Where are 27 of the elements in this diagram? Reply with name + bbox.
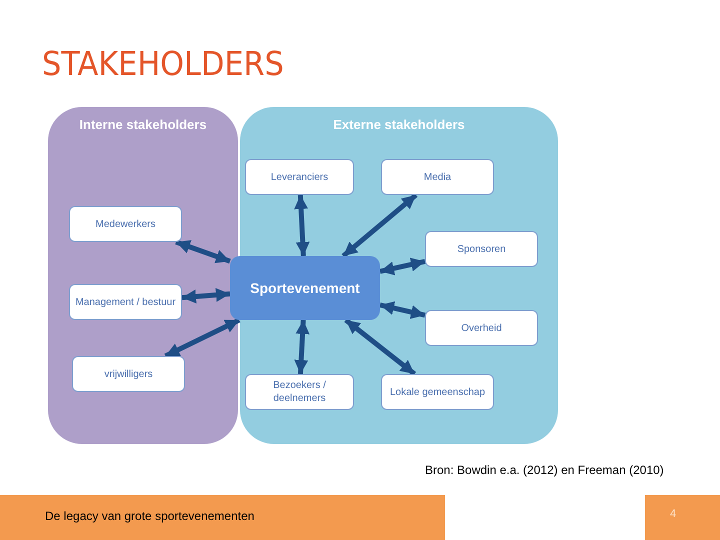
double-arrow <box>294 194 310 256</box>
central-box: Sportevenement <box>230 256 380 320</box>
double-arrow <box>182 288 230 304</box>
group-heading: Interne stakeholders <box>78 117 208 132</box>
double-arrow <box>344 318 416 376</box>
stakeholder-box: Media <box>381 159 494 195</box>
double-arrow <box>379 258 426 276</box>
stakeholder-box: Lokale gemeenschap <box>381 374 494 410</box>
stakeholder-box: Medewerkers <box>69 206 182 242</box>
double-arrow <box>379 301 426 319</box>
slide-title: STAKEHOLDERS <box>42 44 284 83</box>
stakeholder-box: vrijwilligers <box>72 356 185 392</box>
group-panel <box>240 107 558 444</box>
double-arrow <box>175 240 231 264</box>
page-number: 4 <box>670 508 676 520</box>
stakeholder-box: Overheid <box>425 310 538 346</box>
double-arrow <box>164 318 240 358</box>
stakeholder-box: Leveranciers <box>245 159 354 195</box>
source-note: Bron: Bowdin e.a. (2012) en Freeman (2010) <box>425 463 664 477</box>
stakeholder-box: Bezoekers / deelnemers <box>245 374 354 410</box>
stakeholder-box: Sponsoren <box>425 231 538 267</box>
footer-text: De legacy van grote sportevenementen <box>45 509 254 523</box>
group-panel <box>48 107 238 444</box>
double-arrow <box>342 193 418 258</box>
stakeholder-box: Management / bestuur <box>69 284 182 320</box>
group-heading: Externe stakeholders <box>332 117 466 132</box>
double-arrow <box>294 320 310 374</box>
